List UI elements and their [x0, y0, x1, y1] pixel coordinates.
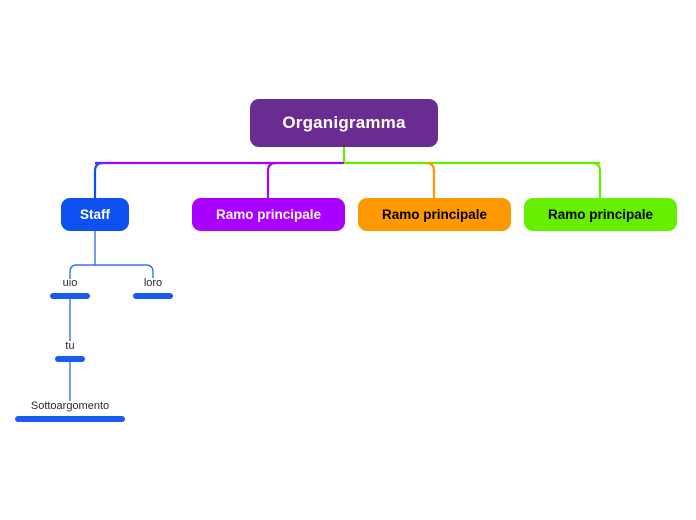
mindmap-leaf-bar	[55, 356, 85, 362]
mindmap-leaf-loro[interactable]: loro	[63, 276, 243, 299]
mindmap-branch-label: Ramo principale	[381, 207, 488, 222]
mindmap-root-node[interactable]: Organigramma	[250, 99, 438, 147]
mindmap-branch-label: Ramo principale	[215, 207, 322, 222]
mindmap-branch-node-orange[interactable]: Ramo principale	[358, 198, 511, 231]
mindmap-leaf-uio[interactable]: uio	[0, 276, 160, 299]
mindmap-leaf-bar	[133, 293, 173, 299]
mindmap-branch-node-green[interactable]: Ramo principale	[524, 198, 677, 231]
mindmap-leaf-label: tu	[65, 340, 75, 352]
mindmap-leaf-sottoargomento[interactable]: Sottoargomento	[0, 399, 160, 422]
mindmap-root-label: Organigramma	[282, 113, 406, 132]
mindmap-branch-node-staff[interactable]: Staff	[61, 198, 129, 231]
mindmap-leaf-label: loro	[143, 277, 163, 289]
mindmap-branch-node-magenta[interactable]: Ramo principale	[192, 198, 345, 231]
mindmap-branch-label: Staff	[80, 207, 110, 222]
mindmap-leaf-bar	[50, 293, 90, 299]
mindmap-leaf-tu[interactable]: tu	[0, 339, 160, 362]
mindmap-leaf-label: Sottoargomento	[30, 400, 110, 412]
mindmap-leaf-bar	[15, 416, 125, 422]
mindmap-leaf-label: uio	[62, 277, 78, 289]
mindmap-branch-label: Ramo principale	[547, 207, 654, 222]
